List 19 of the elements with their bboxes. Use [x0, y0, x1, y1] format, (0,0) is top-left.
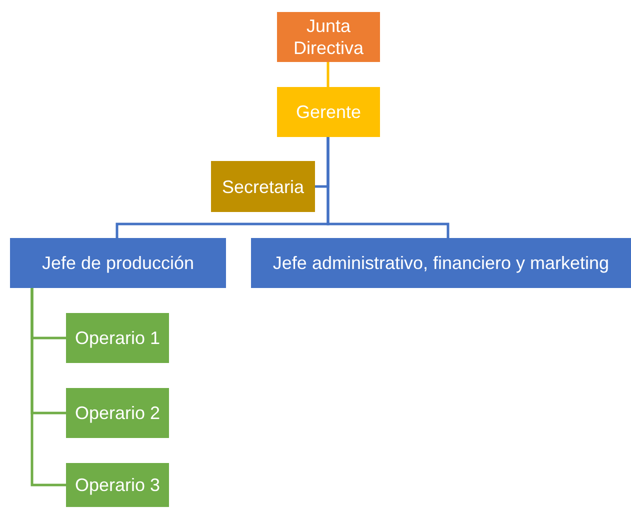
node-label: Junta Directiva [292, 15, 364, 59]
connector-line [30, 288, 66, 486]
worker-box [66, 463, 169, 507]
connector-line [326, 62, 330, 87]
node-label: Jefe administrativo, financiero y marketing [272, 252, 610, 274]
node-label: Jefe de producción [42, 252, 194, 274]
node-label: Gerente [296, 101, 362, 123]
worker-box [66, 388, 169, 438]
manager-box [277, 87, 380, 137]
department-box [10, 238, 226, 288]
node-label: Operario 3 [74, 474, 160, 496]
worker-box [66, 313, 169, 363]
department-box [251, 238, 631, 288]
board-box [277, 12, 380, 62]
node-label: Operario 1 [74, 327, 160, 349]
secretary-box [211, 161, 315, 212]
node-label: Secretaria [222, 176, 304, 198]
node-label: Operario 2 [74, 402, 160, 424]
connector-line [326, 137, 450, 238]
